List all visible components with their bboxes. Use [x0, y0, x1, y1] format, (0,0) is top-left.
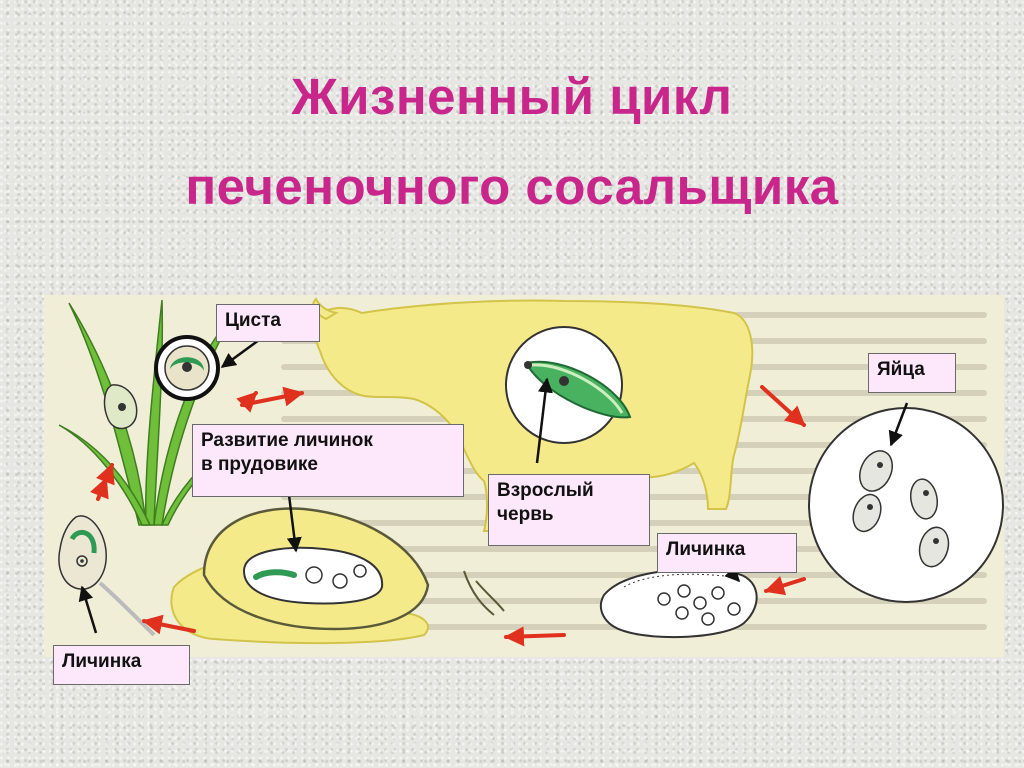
snail-drawing — [170, 507, 505, 645]
title-line-2: печеночного сосальщика — [185, 158, 839, 215]
label-larvae-development-line1: Развитие личинок — [201, 430, 373, 451]
adult-worm-drawing — [505, 326, 632, 444]
label-eggs: Яйца — [868, 353, 956, 393]
label-larvae-development: Развитие личинок в прудовике — [192, 424, 464, 497]
life-cycle-drawing — [44, 295, 1004, 657]
life-cycle-illustration: Циста Развитие личинок в прудовике Взрос… — [44, 295, 1004, 685]
label-larva-left-text: Личинка — [62, 651, 142, 672]
label-larva-right: Личинка — [657, 533, 797, 573]
cycle-arrows — [90, 385, 806, 647]
label-larvae-development-line2: в прудовике — [201, 454, 318, 475]
label-cyst: Циста — [216, 304, 320, 342]
label-adult-worm-line2: червь — [497, 504, 554, 525]
pointer-arrows — [78, 338, 909, 634]
slide-title: Жизненный цикл печеночного сосальщика — [0, 52, 1024, 232]
label-cyst-text: Циста — [225, 310, 281, 331]
label-larva-left: Личинка — [53, 645, 190, 685]
small-larva-on-grass — [103, 384, 138, 430]
label-larva-right-text: Личинка — [666, 539, 746, 560]
label-eggs-text: Яйца — [877, 359, 925, 380]
cyst-drawing — [154, 335, 220, 401]
label-adult-worm-line1: Взрослый — [497, 480, 594, 501]
label-adult-worm: Взрослый червь — [488, 474, 650, 546]
eggs-drawing — [808, 407, 1004, 603]
title-line-1: Жизненный цикл — [291, 68, 733, 125]
ciliated-larva-drawing — [599, 568, 758, 639]
